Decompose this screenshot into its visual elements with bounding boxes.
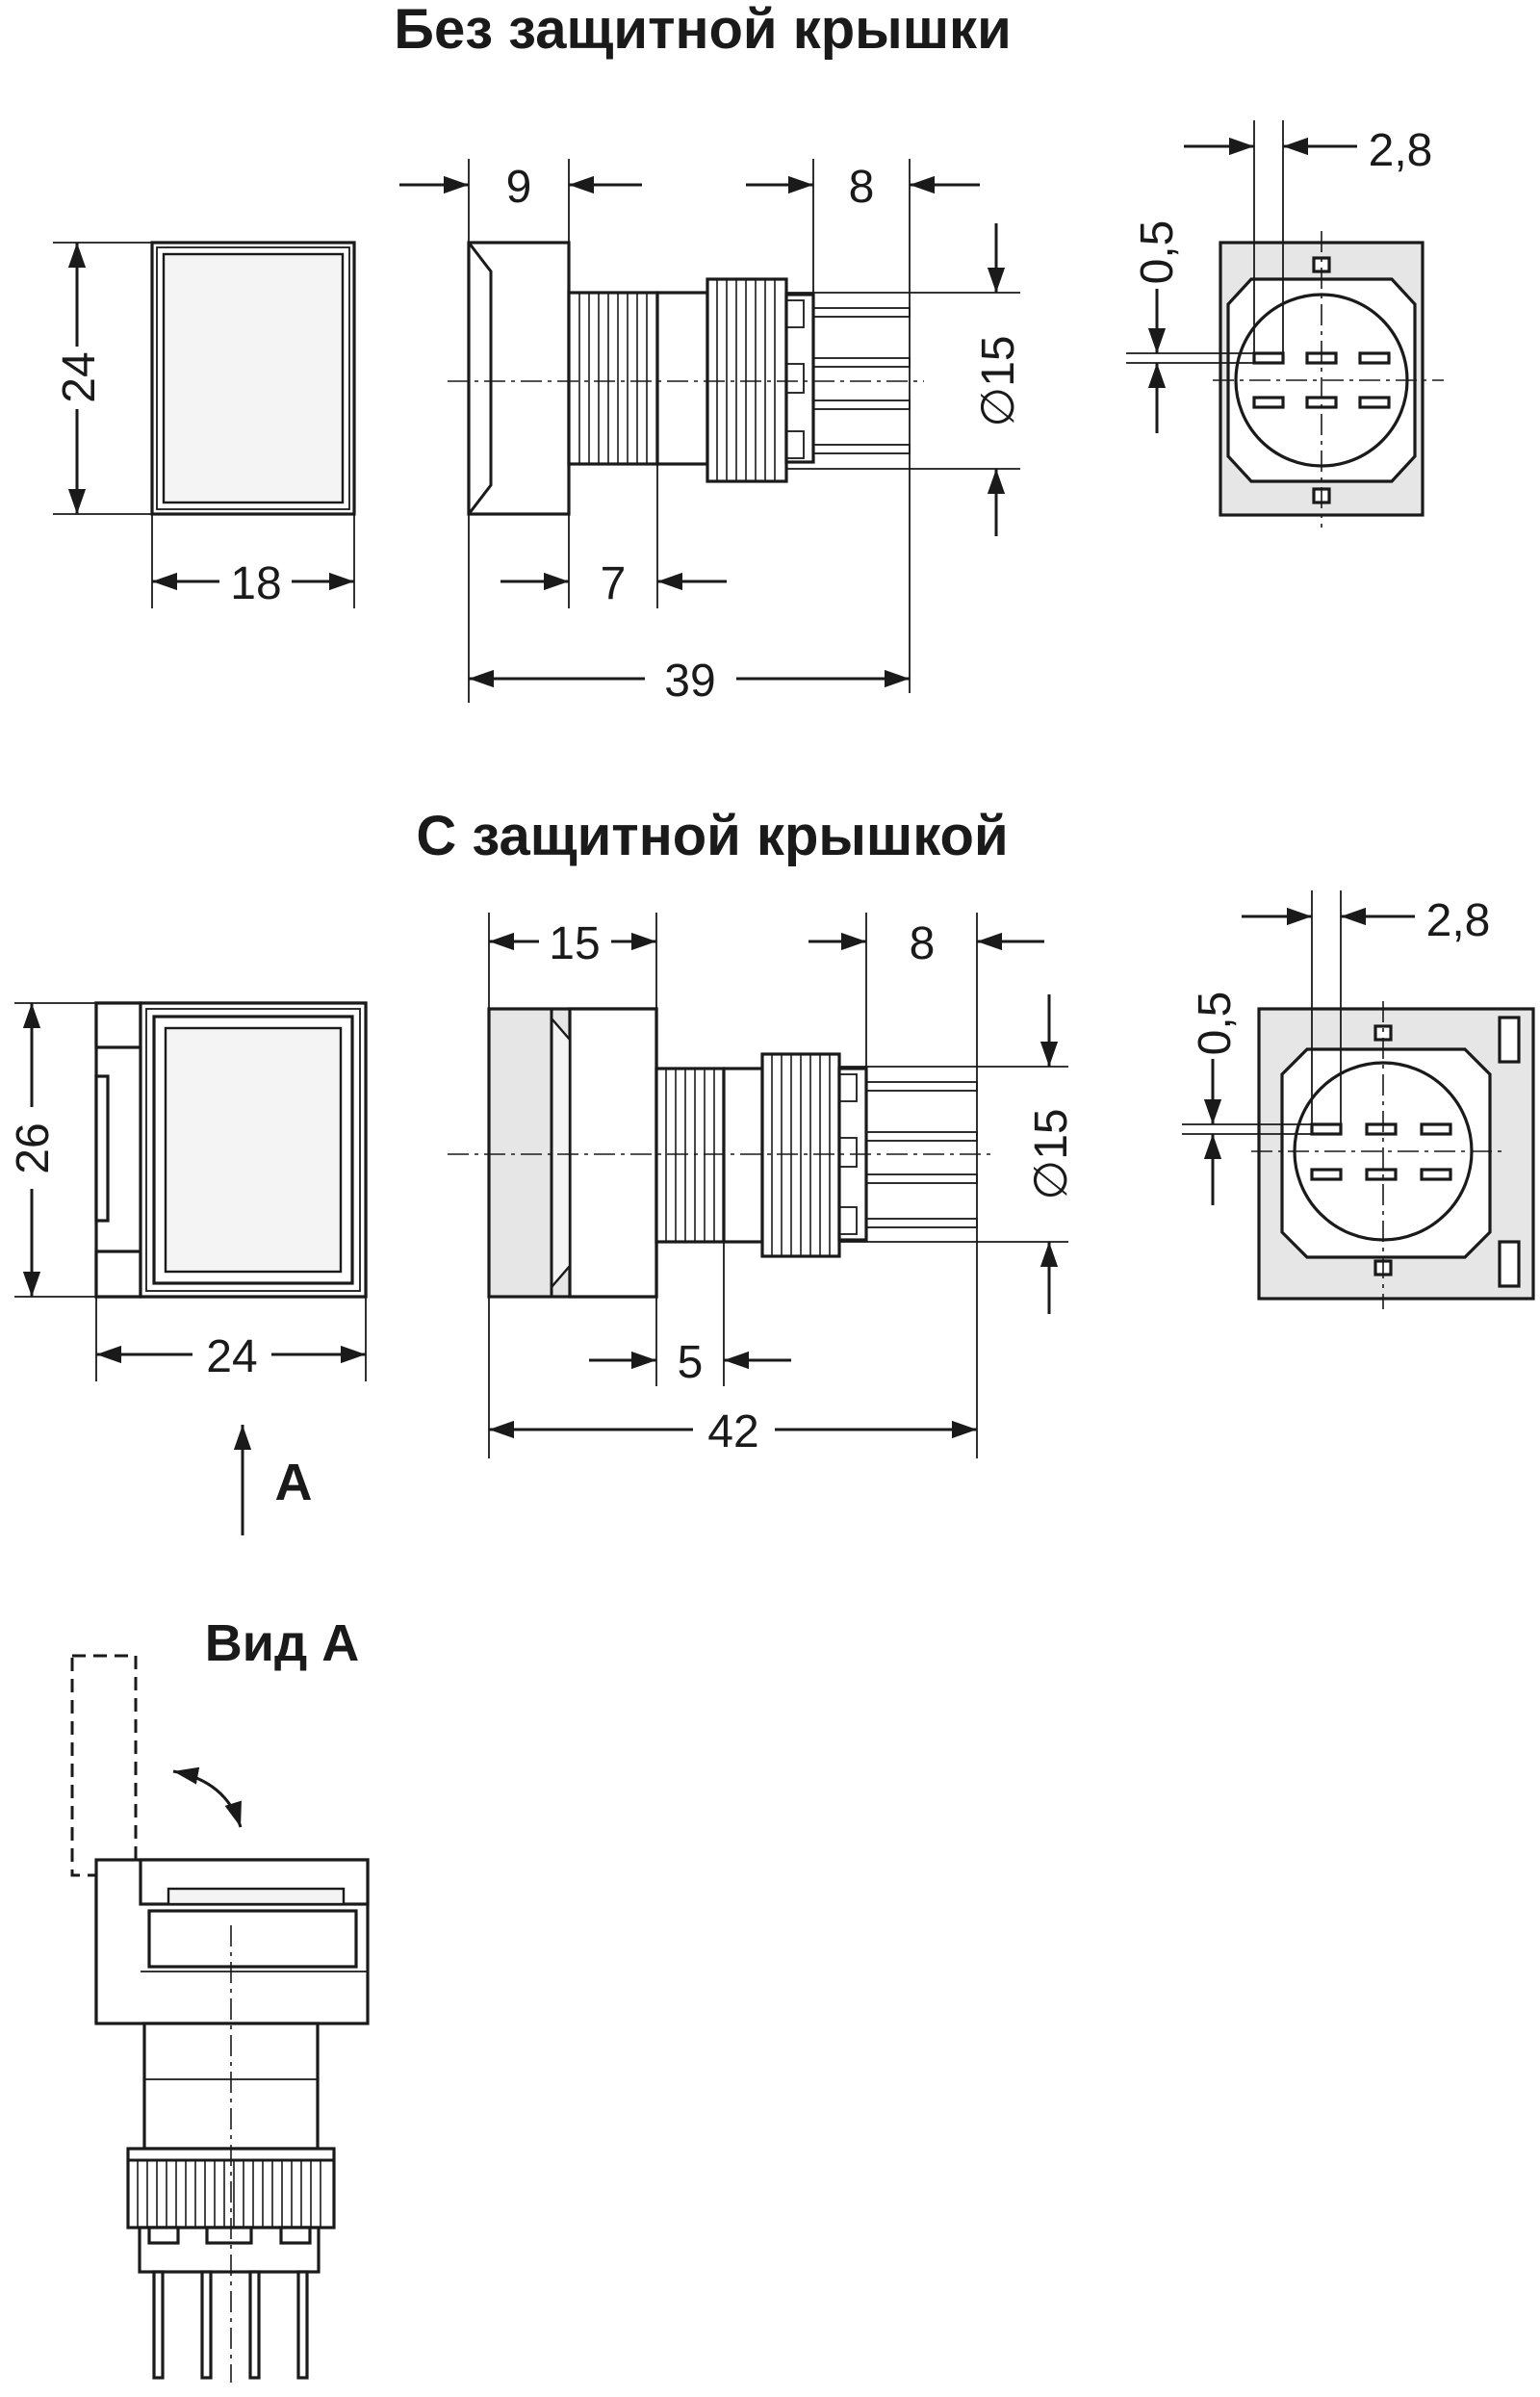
bottom-front-width-label: 24 <box>206 1331 257 1382</box>
top-thread-length-label: 7 <box>601 558 627 609</box>
title-with-cover: С защитной крышкой <box>416 805 1008 867</box>
top-nut-knurl <box>716 279 776 481</box>
top-total-length-label: 39 <box>664 656 715 707</box>
top-side-view: 9 8 7 39 ∅15 <box>399 159 1024 707</box>
title-view-a: Вид А <box>205 1614 359 1672</box>
view-arrow-label: А <box>275 1454 313 1511</box>
top-front-view: 24 18 <box>53 241 356 609</box>
bottom-total-length-label: 42 <box>707 1406 758 1457</box>
bottom-front-view: 26 24 А <box>8 1001 368 1535</box>
top-diameter-label: ∅15 <box>973 335 1024 426</box>
bottom-bezel-depth-label: 15 <box>549 918 600 969</box>
bottom-thread-length-label: 5 <box>678 1337 704 1388</box>
top-pin-thickness-label: 0,5 <box>1132 220 1183 285</box>
view-a-drawing <box>70 1654 370 2383</box>
top-front-height-label: 24 <box>54 351 105 402</box>
view-a-nut-knurl <box>137 2160 321 2228</box>
bottom-side-view: 15 8 5 42 ∅15 <box>448 913 1077 1458</box>
top-terminal-length-label: 8 <box>849 162 875 213</box>
title-without-cover: Без защитной крышки <box>394 0 1011 61</box>
top-pin-width-label: 2,8 <box>1369 125 1433 176</box>
bottom-thread-ribs <box>665 1069 715 1242</box>
top-bezel-depth-label: 9 <box>506 162 532 213</box>
bottom-rear-view: 2,8 0,5 <box>1182 890 1535 1309</box>
bottom-pin-thickness-label: 0,5 <box>1190 992 1241 1056</box>
bottom-nut-knurl <box>771 1054 831 1256</box>
bottom-diameter-label: ∅15 <box>1026 1108 1077 1199</box>
bottom-terminal-length-label: 8 <box>910 918 936 969</box>
bottom-front-height-label: 26 <box>8 1122 59 1173</box>
top-thread-ribs <box>578 293 648 464</box>
bottom-rear-pins <box>1310 1122 1452 1181</box>
bottom-pin-width-label: 2,8 <box>1426 895 1491 946</box>
top-front-width-label: 18 <box>230 558 281 609</box>
top-rear-view: 2,8 0,5 <box>1126 120 1444 528</box>
